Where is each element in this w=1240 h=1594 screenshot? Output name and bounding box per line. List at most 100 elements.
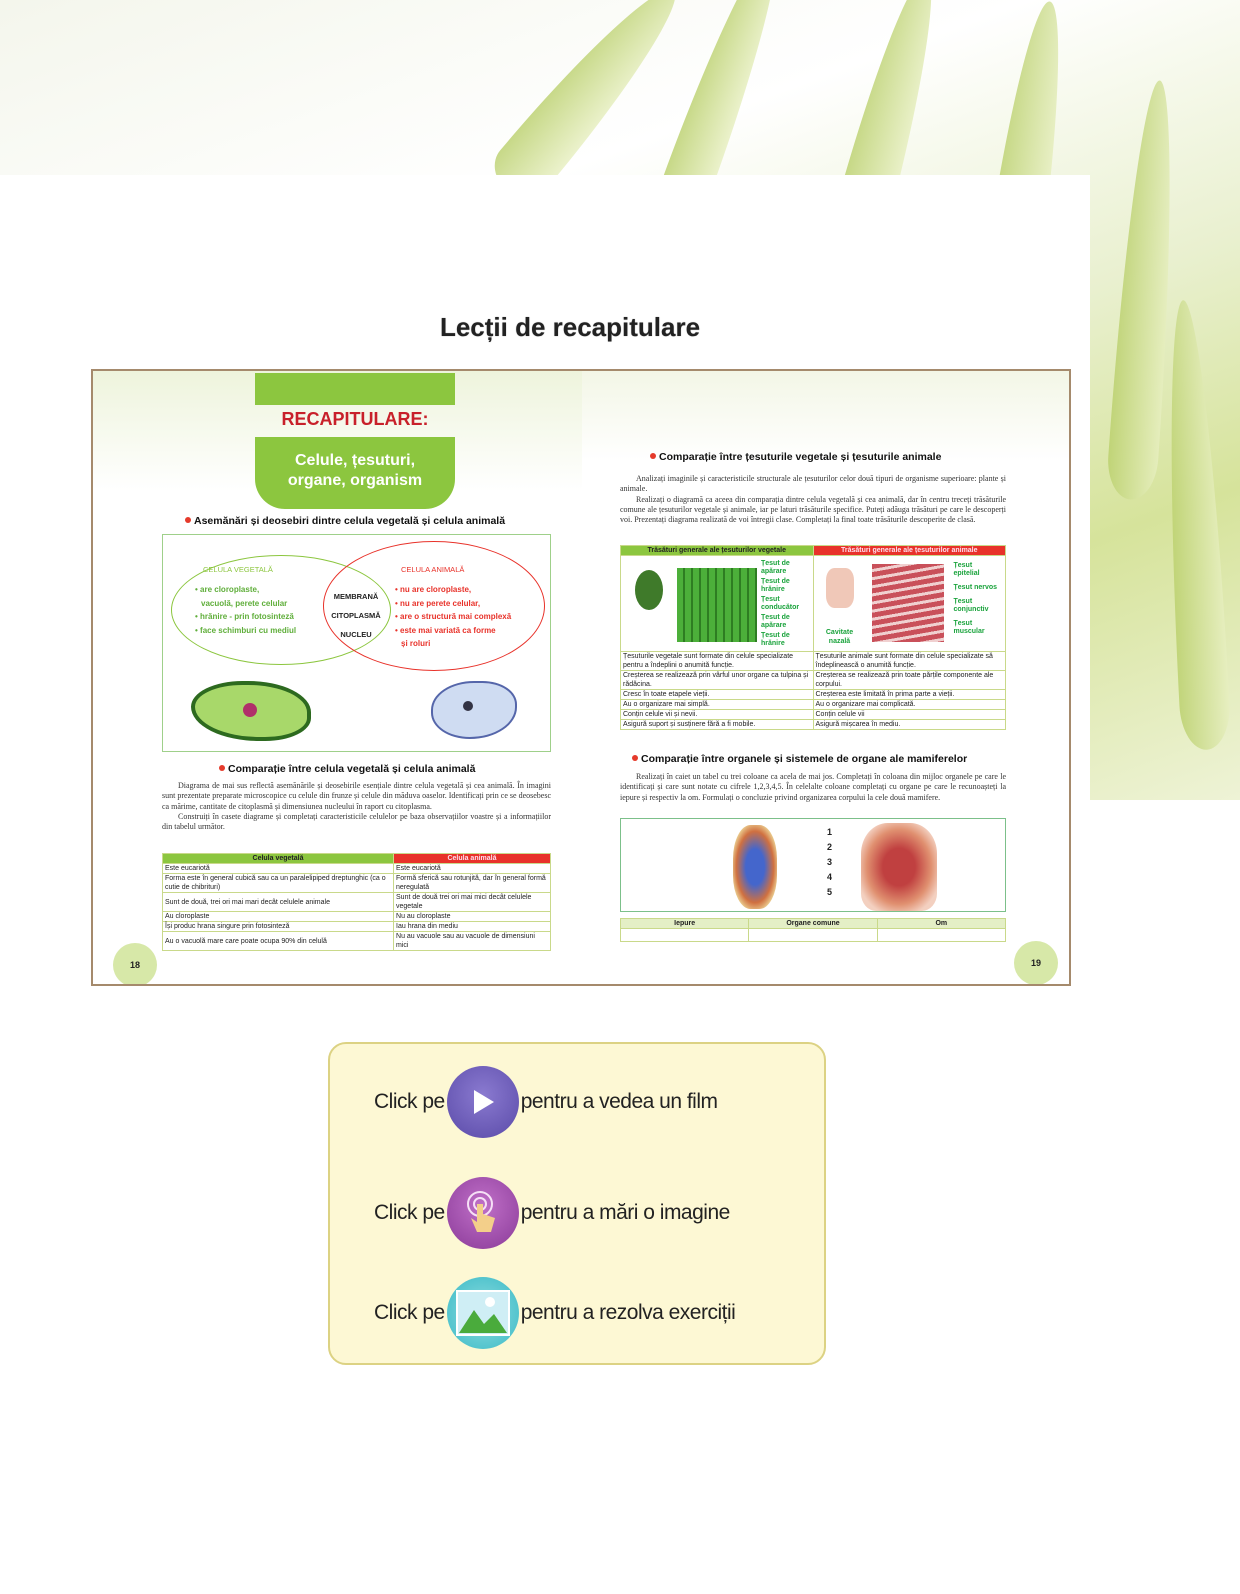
book-spread-image[interactable]: RECAPITULARE: Celule, țesuturi, organe, … bbox=[91, 369, 1071, 986]
element: Țesut de hrănire bbox=[761, 632, 790, 647]
table-cell: Creșterea se realizează prin toate părți… bbox=[812, 670, 1006, 690]
element: Țesut epitelial bbox=[953, 562, 980, 577]
element bbox=[473, 1090, 494, 1114]
table-header: Trăsături generale ale țesuturilor anima… bbox=[812, 545, 1006, 556]
table-cell: Au o vacuolă mare care poate ocupa 90% d… bbox=[161, 931, 395, 951]
table-cell: Nu au vacuole sau au vacuole de dimensiu… bbox=[393, 931, 551, 951]
element: pentru a mări o imagine bbox=[520, 1201, 731, 1224]
banner-title: RECAPITULARE: bbox=[281, 409, 429, 429]
page-number: 18 bbox=[113, 943, 157, 984]
element: pentru a vedea un film bbox=[520, 1090, 718, 1113]
element: • hrănire - prin fotosinteză bbox=[195, 612, 294, 621]
table-row: Trăsături generale ale țesuturilor veget… bbox=[620, 545, 1006, 556]
table-row: Au o organizare mai simplă.Au o organiza… bbox=[620, 699, 1006, 710]
section-heading: Comparație între organele și sistemele d… bbox=[632, 753, 967, 765]
tap-icon[interactable] bbox=[446, 1177, 519, 1249]
element: Diagrama de mai sus reflectă asemănările… bbox=[162, 781, 551, 811]
table-cell: Țesuturile animale sunt formate din celu… bbox=[812, 651, 1006, 671]
right-page: Comparație între țesuturile vegetale și … bbox=[582, 371, 1069, 984]
table-row: Asigură suport și susținere fără a fi mo… bbox=[620, 719, 1006, 730]
element bbox=[323, 541, 545, 671]
table-cell bbox=[876, 928, 1007, 942]
table-header: Celula vegetală bbox=[161, 853, 395, 864]
element bbox=[455, 1290, 510, 1336]
table-row: Cresc în toate etapele vieții.Creșterea … bbox=[620, 689, 1006, 700]
page-title: Lecții de recapitulare bbox=[439, 312, 701, 342]
section-heading: Asemănări și deosebiri dintre celula veg… bbox=[185, 515, 505, 527]
table-cell: Asigură suport și susținere fără a fi mo… bbox=[620, 719, 814, 730]
element: Asemănări și deosebiri dintre celula veg… bbox=[194, 515, 506, 527]
table-cell: Iau hrana din mediu bbox=[393, 921, 551, 932]
subtitle: Celule, țesuturi, organe, organism bbox=[255, 437, 455, 509]
element bbox=[650, 453, 656, 459]
element bbox=[466, 1191, 495, 1232]
legend-box: Click pe pentru a vedea un film Click pe… bbox=[328, 1042, 826, 1365]
element: Cavitate nazală bbox=[825, 629, 854, 645]
element: Comparație între țesuturile vegetale și … bbox=[659, 451, 942, 463]
element bbox=[677, 568, 757, 642]
element: Click pe bbox=[374, 1090, 445, 1113]
element: Construiți în casete diagrame și complet… bbox=[162, 811, 551, 832]
legend-item-exercises: Click pe pentru a rezolva exerciții bbox=[374, 1277, 736, 1349]
table-cell: Este eucariotă bbox=[161, 863, 395, 874]
table-row: Au o vacuolă mare care poate ocupa 90% d… bbox=[161, 931, 551, 951]
instructions-text: Diagrama de mai sus reflectă asemănările… bbox=[162, 781, 551, 832]
element: vacuolă, perete celular bbox=[201, 598, 288, 608]
table-cell: Sunt de două trei ori mai mici decât cel… bbox=[393, 892, 551, 912]
plant-cell-image bbox=[191, 681, 311, 741]
element: Țesut conjunctiv bbox=[953, 598, 989, 613]
table-cell: Au cloroplaste bbox=[161, 911, 395, 922]
table-cell: Sunt de două, trei ori mai mari decât ce… bbox=[161, 892, 395, 912]
table-row bbox=[619, 928, 1007, 942]
table-header: Trăsături generale ale țesuturilor veget… bbox=[620, 545, 814, 556]
instructions-text: Realizați în caiet un tabel cu trei colo… bbox=[620, 772, 1006, 803]
table-cell: Forma este în general cubică sau ca un p… bbox=[161, 873, 395, 893]
element: Realizați în caiet un tabel cu trei colo… bbox=[620, 772, 1006, 802]
element: 5 bbox=[827, 887, 833, 897]
element: Țesut nervos bbox=[953, 584, 998, 591]
table-cell: Își produc hrana singure prin fotosintez… bbox=[161, 921, 395, 932]
image-icon[interactable] bbox=[446, 1277, 519, 1349]
element: Țesut conducător bbox=[761, 596, 800, 611]
play-icon[interactable] bbox=[446, 1066, 519, 1138]
venn-diagram[interactable]: CELULA VEGETALĂ • are cloroplaste,vacuol… bbox=[162, 534, 551, 752]
element bbox=[219, 765, 225, 771]
left-page: RECAPITULARE: Celule, țesuturi, organe, … bbox=[93, 371, 582, 984]
element bbox=[463, 701, 473, 711]
element: Țesut de apărare bbox=[761, 560, 790, 575]
element: Țesut de apărare bbox=[761, 614, 790, 629]
table-cell: Asigură mișcarea în mediu. bbox=[812, 719, 1006, 730]
element: Click pe bbox=[374, 1201, 445, 1224]
banner-band bbox=[255, 373, 455, 405]
human-image bbox=[861, 823, 937, 911]
element: pentru a rezolva exerciții bbox=[520, 1301, 736, 1324]
element: • nu are perete celular, bbox=[395, 598, 481, 608]
element: • este mai variată ca forme bbox=[395, 625, 496, 635]
table-row: Sunt de două, trei ori mai mari decât ce… bbox=[161, 892, 551, 912]
plant-items: • are cloroplaste,vacuolă, perete celula… bbox=[195, 583, 296, 637]
element bbox=[635, 570, 663, 610]
table-cell: Conțin celule vii bbox=[812, 709, 1006, 720]
element: Țesut muscular bbox=[953, 620, 985, 635]
section-heading: Comparație între celula vegetală și celu… bbox=[219, 763, 475, 775]
table-row: Își produc hrana singure prin fotosintez… bbox=[161, 921, 551, 932]
table-cell: Cresc în toate etapele vieții. bbox=[620, 689, 814, 700]
element bbox=[871, 564, 944, 642]
element bbox=[458, 1310, 507, 1333]
table-cell: Au o organizare mai simplă. bbox=[620, 699, 814, 710]
element: NUCLEU bbox=[340, 630, 372, 639]
element bbox=[243, 703, 257, 717]
table-header: Organe comune bbox=[748, 918, 878, 929]
